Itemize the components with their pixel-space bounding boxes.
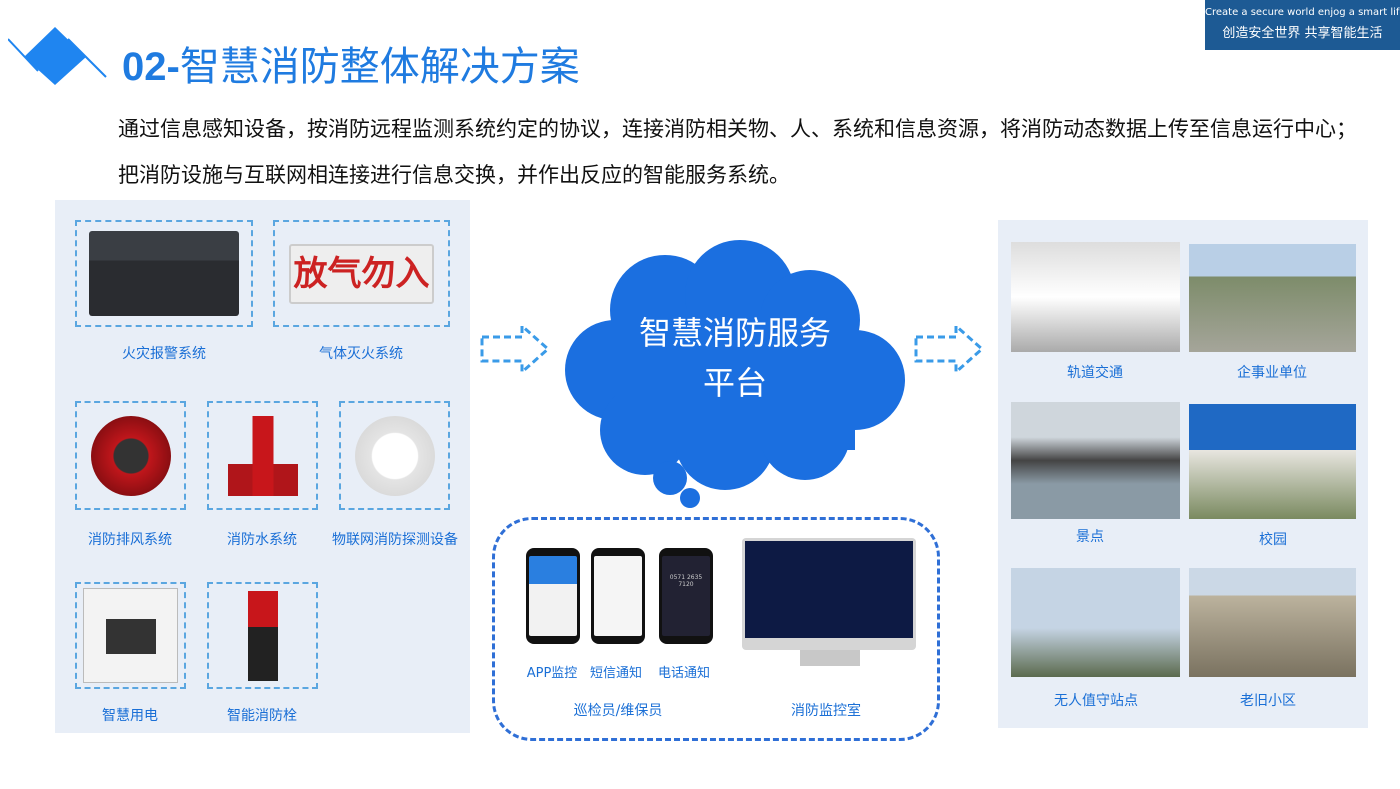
scenario-label: 老旧小区: [1240, 693, 1296, 709]
water-pump-image: [227, 415, 298, 496]
call-label: 电话通知: [657, 666, 711, 681]
device-hydrant: [207, 582, 318, 689]
call-phone-image: 0571 2635 7120: [659, 548, 713, 644]
sms-label: 短信通知: [589, 666, 643, 681]
arrow-right-icon: [914, 323, 985, 375]
scenario-label: 校园: [1259, 532, 1287, 548]
sms-phone-image: [591, 548, 645, 644]
page-title: 02-智慧消防整体解决方案: [122, 44, 580, 90]
device-fire-alarm: [75, 220, 253, 327]
device-label: 智能消防栓: [227, 708, 297, 724]
enterprise-image: [1189, 244, 1356, 352]
device-exhaust: [75, 401, 186, 510]
exhaust-fan-image: [90, 415, 171, 496]
smoke-detector-image: [354, 415, 435, 496]
gas-sign-image: 放气勿入: [289, 243, 434, 304]
campus-image: [1189, 404, 1356, 519]
description: 通过信息感知设备，按消防远程监测系统约定的协议，连接消防相关物、人、系统和信息资…: [118, 117, 1357, 187]
device-gas: 放气勿入: [273, 220, 450, 327]
app-label: APP监控: [526, 666, 578, 681]
scenario-label: 企事业单位: [1237, 365, 1307, 381]
scenario-label: 景点: [1076, 529, 1104, 545]
device-detector: [339, 401, 450, 510]
device-label: 气体灭火系统: [319, 346, 403, 362]
inspector-label: 巡检员/维保员: [573, 703, 663, 719]
substation-image: [1011, 568, 1180, 677]
device-water: [207, 401, 318, 510]
monitor-stand: [800, 650, 860, 666]
terminals-group: [492, 517, 940, 741]
arrow-right-icon: [480, 323, 551, 375]
cloud-icon: [565, 240, 905, 508]
scenario-label: 轨道交通: [1067, 365, 1123, 381]
slogan-cn: 创造安全世界 共享智能生活: [1222, 26, 1383, 41]
diamond-logo-icon: [8, 27, 107, 85]
rail-transit-image: [1011, 242, 1180, 352]
scenic-image: [1011, 402, 1180, 519]
scenario-label: 无人值守站点: [1054, 693, 1138, 709]
slogan-en: Create a secure world enjog a smart life: [1205, 7, 1400, 18]
platform-title: 智慧消防服务平台: [638, 314, 831, 402]
app-phone-image: [526, 548, 580, 644]
device-power: [75, 582, 186, 689]
fire-alarm-console-image: [89, 231, 239, 316]
hydrant-image: [247, 590, 278, 681]
monitor-image: [742, 538, 916, 650]
smart-meter-image: [83, 588, 178, 683]
device-label: 消防水系统: [227, 532, 297, 548]
device-label: 消防排风系统: [88, 532, 172, 548]
slogan-banner: Create a secure world enjog a smart life…: [1205, 0, 1400, 50]
control-room-label: 消防监控室: [791, 703, 861, 719]
device-label: 物联网消防探测设备: [332, 532, 458, 548]
device-label: 智慧用电: [102, 708, 158, 724]
old-community-image: [1189, 568, 1356, 677]
device-label: 火灾报警系统: [122, 346, 206, 362]
